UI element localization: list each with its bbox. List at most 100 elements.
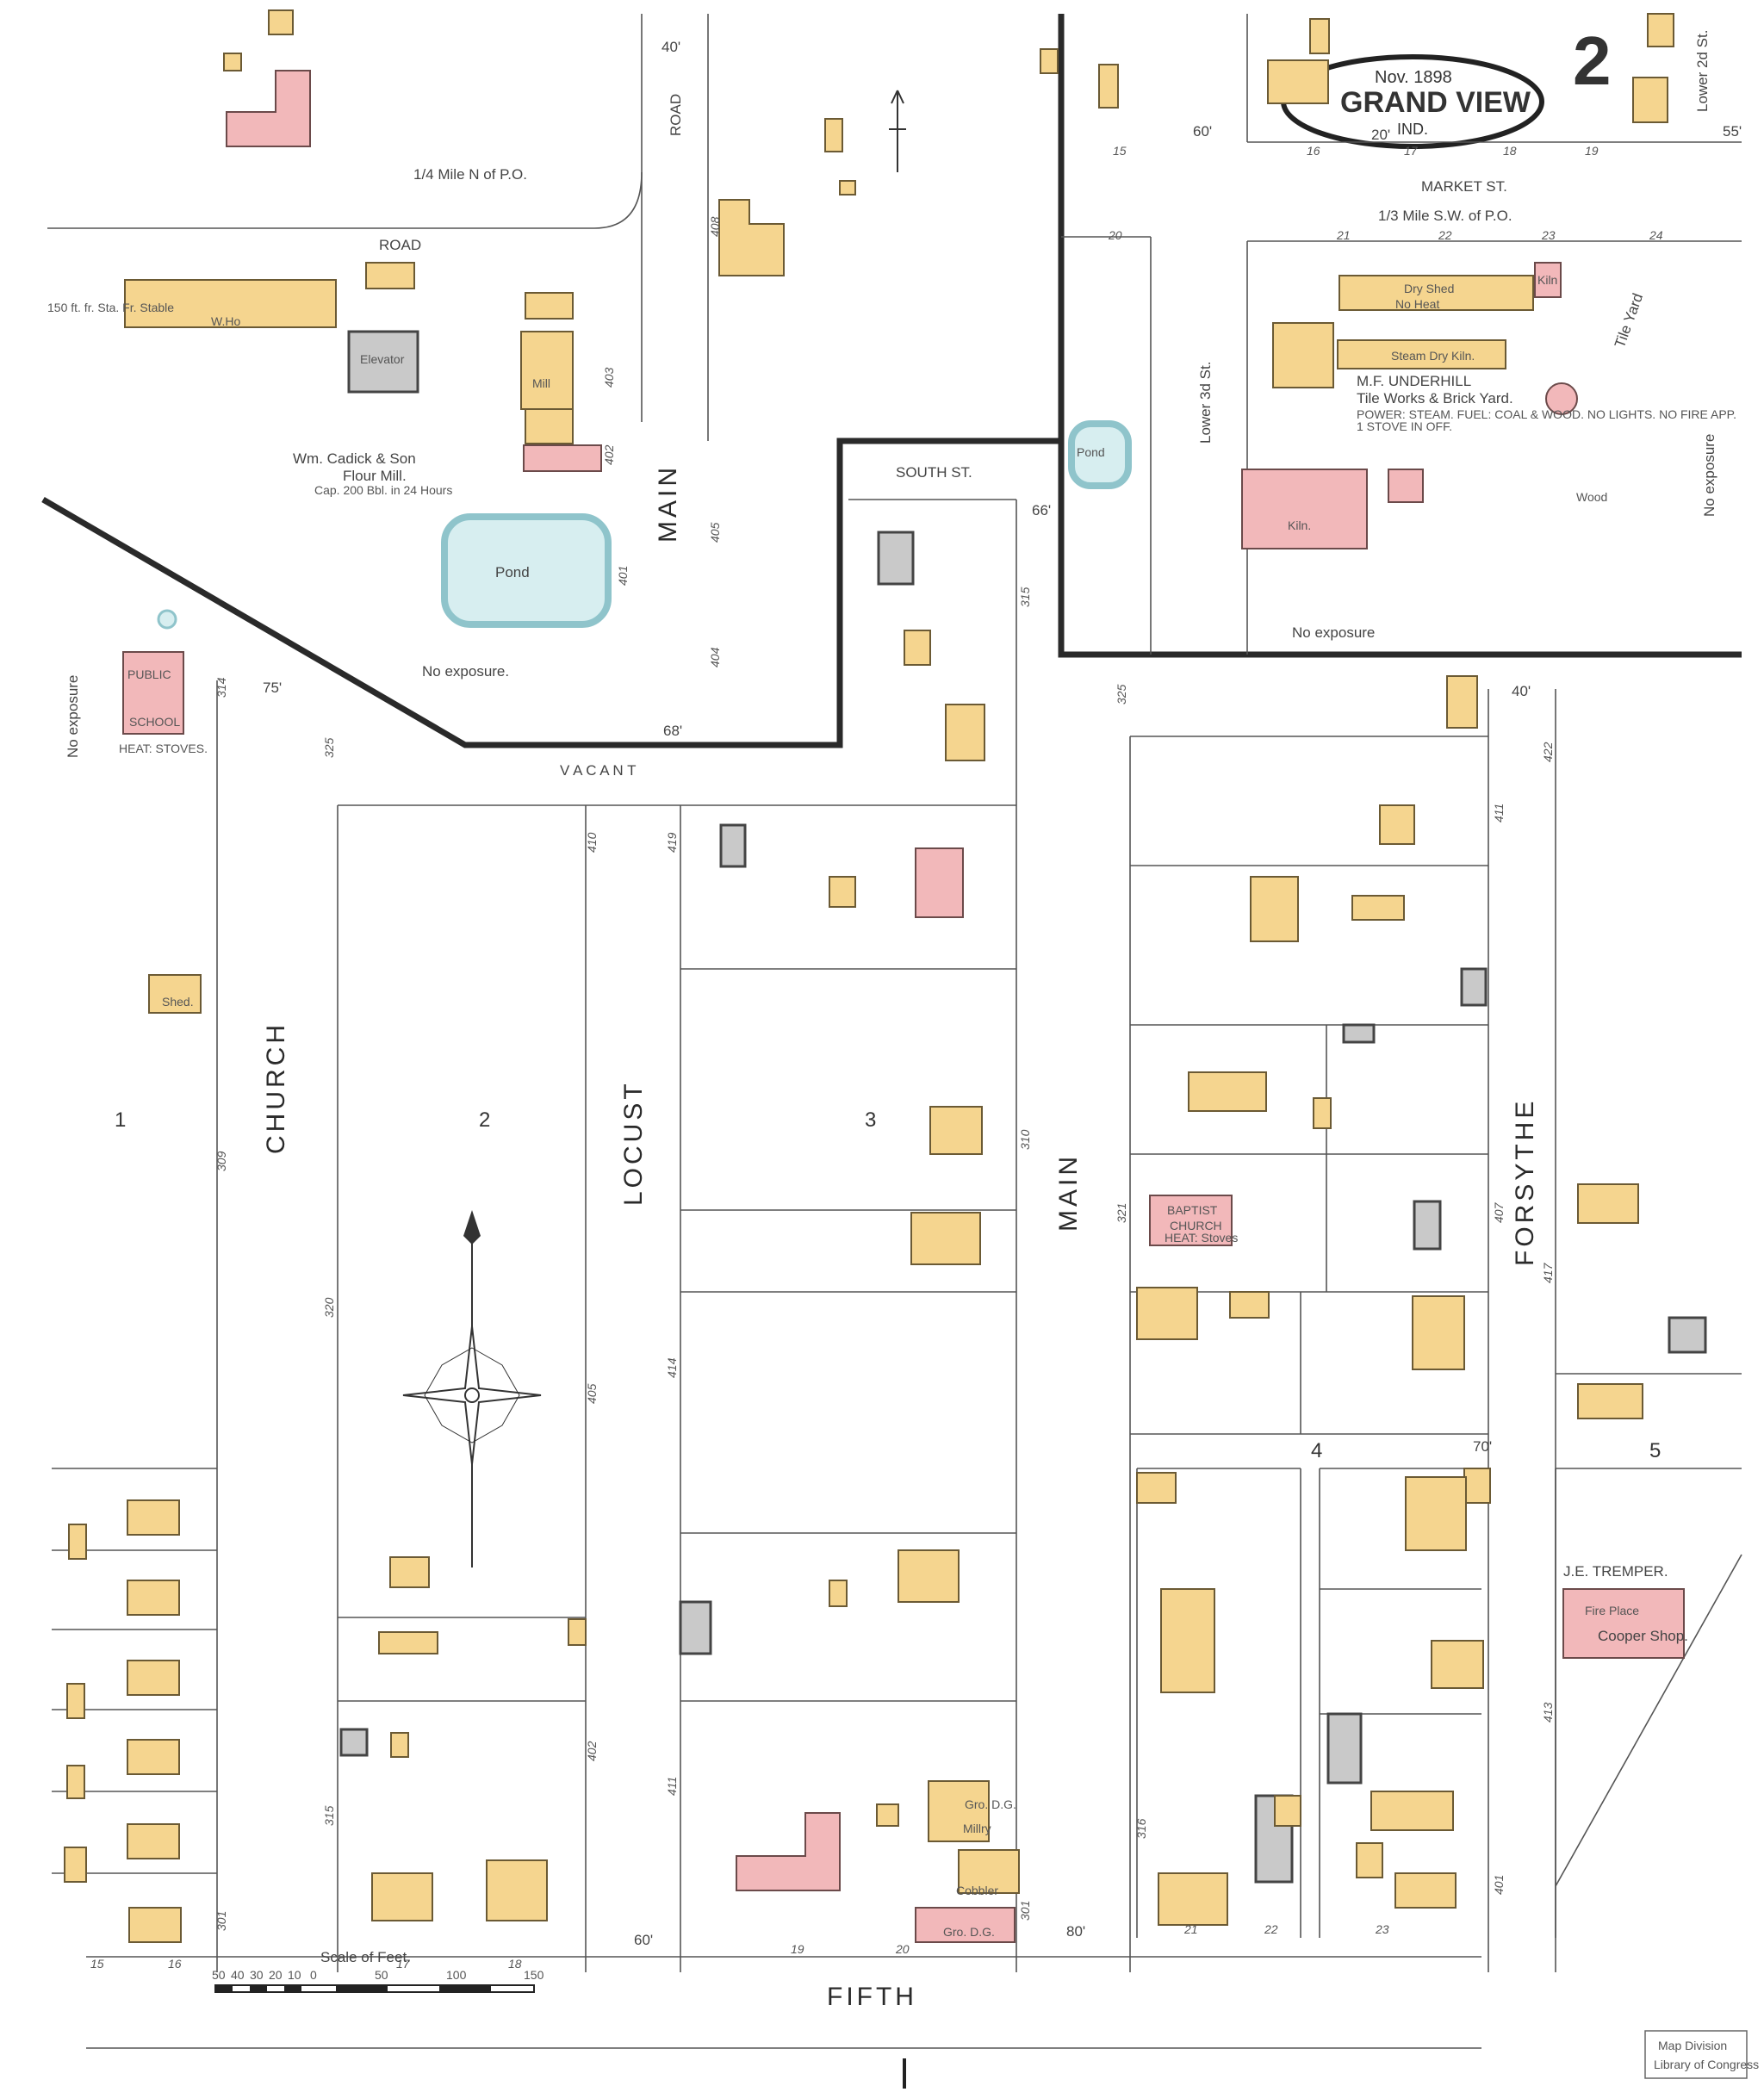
street-road-left: ROAD bbox=[379, 237, 421, 253]
svg-text:40: 40 bbox=[231, 1968, 245, 1982]
street-main-upper: MAIN bbox=[654, 464, 682, 543]
no-exposure-left: No exposure bbox=[65, 675, 81, 758]
svg-text:401: 401 bbox=[616, 566, 630, 586]
small-pond-label: Pond bbox=[1077, 445, 1105, 459]
svg-text:22: 22 bbox=[1264, 1922, 1278, 1936]
street-road-upper: ROAD bbox=[668, 94, 684, 136]
svg-text:411: 411 bbox=[1492, 804, 1506, 823]
svg-text:321: 321 bbox=[1115, 1203, 1128, 1223]
distance-note-north: 1/4 Mile N of P.O. bbox=[413, 166, 527, 183]
svg-text:22: 22 bbox=[1438, 228, 1452, 242]
public-school bbox=[122, 651, 184, 735]
school-label-2: SCHOOL bbox=[129, 715, 180, 729]
library-stamp: Map Division Library of Congress bbox=[1644, 2030, 1759, 2079]
mill-pond bbox=[441, 513, 612, 628]
svg-text:19: 19 bbox=[791, 1942, 804, 1956]
svg-text:408: 408 bbox=[708, 216, 722, 237]
svg-text:68': 68' bbox=[663, 723, 682, 739]
svg-text:315: 315 bbox=[1018, 587, 1032, 607]
svg-text:80': 80' bbox=[1066, 1923, 1085, 1940]
no-heat-label: No Heat bbox=[1395, 297, 1439, 311]
cobbler-label: Cobbler bbox=[956, 1884, 998, 1897]
svg-text:Map Division: Map Division bbox=[1658, 2039, 1727, 2052]
svg-text:Library of Congress: Library of Congress bbox=[1654, 2058, 1759, 2071]
no-exposure-right: No exposure bbox=[1701, 434, 1717, 517]
svg-text:16: 16 bbox=[1307, 144, 1320, 158]
svg-text:419: 419 bbox=[665, 832, 679, 853]
svg-text:55': 55' bbox=[1723, 123, 1742, 140]
svg-text:309: 309 bbox=[214, 1151, 228, 1171]
svg-text:70': 70' bbox=[1473, 1438, 1492, 1455]
vacant-band-label: V A C A N T bbox=[560, 762, 637, 779]
svg-text:413: 413 bbox=[1541, 1702, 1555, 1723]
pond-label: Pond bbox=[495, 564, 530, 580]
baptist-label: BAPTIST bbox=[1167, 1203, 1218, 1217]
street-main-lower: MAIN bbox=[1054, 1153, 1083, 1232]
cadick-label: Wm. Cadick & Son bbox=[293, 450, 416, 467]
svg-text:20: 20 bbox=[895, 1942, 910, 1956]
cooper-label: Cooper Shop. bbox=[1598, 1628, 1688, 1644]
svg-text:75': 75' bbox=[263, 680, 282, 696]
svg-text:422: 422 bbox=[1541, 742, 1555, 762]
svg-text:411: 411 bbox=[665, 1777, 679, 1796]
svg-text:50: 50 bbox=[375, 1968, 388, 1982]
dimensions: 40' 60' 55' 75' 68' 66' 40' 60' 80' 70' … bbox=[263, 39, 1742, 1948]
svg-text:301: 301 bbox=[214, 1911, 228, 1931]
svg-text:315: 315 bbox=[322, 1805, 336, 1826]
school-label: PUBLIC bbox=[127, 667, 171, 681]
svg-text:21: 21 bbox=[1183, 1922, 1198, 1936]
svg-text:410: 410 bbox=[585, 832, 599, 853]
dry-shed-label: Dry Shed bbox=[1404, 282, 1454, 295]
svg-text:66': 66' bbox=[1032, 502, 1051, 518]
svg-text:0: 0 bbox=[310, 1968, 317, 1982]
kiln-label: Kiln bbox=[1537, 273, 1557, 287]
svg-text:17: 17 bbox=[1404, 144, 1419, 158]
sheet-number: 2 bbox=[1573, 22, 1612, 99]
street-fifth: FIFTH bbox=[827, 1983, 917, 2011]
mini-north-arrow bbox=[889, 90, 906, 172]
svg-text:100: 100 bbox=[446, 1968, 467, 1982]
baptist-heat: HEAT: Stoves bbox=[1165, 1231, 1238, 1245]
school-heat: HEAT: STOVES. bbox=[119, 742, 208, 755]
svg-text:40': 40' bbox=[662, 39, 680, 55]
title-cartouche: Nov. 1898 GRAND VIEW IND. bbox=[1281, 54, 1544, 149]
baptist-label-2: CHURCH bbox=[1170, 1219, 1222, 1232]
gro-dg-label: Gro. D.G. bbox=[965, 1797, 1016, 1811]
svg-text:403: 403 bbox=[602, 367, 616, 388]
block-number-2: 2 bbox=[479, 1108, 490, 1132]
scale-bar: Scale of Feet. 50 40 30 20 10 0 50 100 1… bbox=[212, 1949, 544, 1993]
svg-text:16: 16 bbox=[168, 1957, 182, 1971]
gro-dg-label-2: Gro. D.G. bbox=[943, 1925, 995, 1939]
svg-text:402: 402 bbox=[602, 444, 616, 465]
svg-text:21: 21 bbox=[1336, 228, 1351, 242]
mill-capacity: Cap. 200 Bbl. in 24 Hours bbox=[314, 483, 452, 497]
no-exposure-mill: No exposure. bbox=[422, 663, 509, 680]
buildings bbox=[64, 9, 1707, 1943]
wh-label: W.Ho bbox=[211, 314, 240, 328]
svg-text:20: 20 bbox=[269, 1968, 283, 1982]
svg-text:50: 50 bbox=[212, 1968, 226, 1982]
street-lower3: Lower 3d St. bbox=[1197, 362, 1214, 444]
stable-label: 150 ft. fr. Sta. Fr. Stable bbox=[47, 301, 174, 314]
underhill-stove: 1 STOVE IN OFF. bbox=[1357, 419, 1452, 433]
house-numbers: 314 309 301 325 320 315 410 405 402 419 … bbox=[90, 144, 1663, 1971]
block-number-1: 1 bbox=[115, 1108, 126, 1132]
map-date: Nov. 1898 bbox=[1375, 68, 1452, 87]
street-lines bbox=[47, 14, 1742, 2049]
svg-text:Scale of Feet.: Scale of Feet. bbox=[320, 1949, 411, 1965]
svg-text:401: 401 bbox=[1492, 1875, 1506, 1895]
svg-text:405: 405 bbox=[585, 1383, 599, 1404]
svg-text:19: 19 bbox=[1585, 144, 1599, 158]
block-number-3: 3 bbox=[865, 1108, 876, 1132]
tremper-label: J.E. TREMPER. bbox=[1563, 1563, 1668, 1580]
street-forsythe: FORSYTHE bbox=[1511, 1098, 1539, 1266]
svg-text:404: 404 bbox=[708, 647, 722, 667]
svg-text:30: 30 bbox=[250, 1968, 264, 1982]
svg-text:314: 314 bbox=[214, 677, 228, 698]
svg-text:417: 417 bbox=[1541, 1262, 1555, 1283]
svg-text:18: 18 bbox=[1503, 144, 1517, 158]
svg-text:23: 23 bbox=[1541, 228, 1556, 242]
flour-mill-label: Flour Mill. bbox=[343, 468, 407, 484]
svg-text:20: 20 bbox=[1108, 228, 1122, 242]
